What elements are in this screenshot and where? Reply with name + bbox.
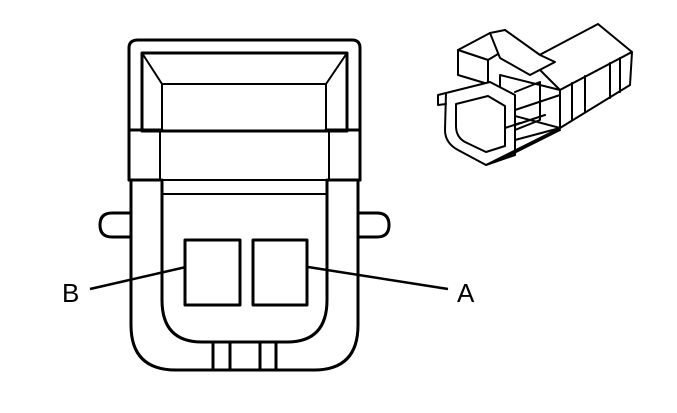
iso-bottom-rail [485,127,561,166]
connector-outer-body [127,38,362,372]
iso-keyway [514,81,541,131]
connector-face-view [98,38,391,372]
iso-side-rails [504,94,561,141]
terminal-a-label: A [457,278,475,308]
collar-band [159,129,330,195]
iso-latch-arm [489,29,556,76]
right-mounting-ear [356,211,391,239]
body-shoulder-lines [127,128,362,182]
leader-line-a [307,265,449,291]
leader-line-b [89,265,187,291]
terminal-cavity [160,178,329,344]
left-mounting-ear [98,211,133,239]
terminal-a-cavity [251,238,309,307]
iso-shroud-inner [455,95,506,153]
terminal-b-label: B [62,278,79,308]
iso-side-ridges [571,57,621,121]
bottom-key-tab [211,340,278,372]
latch-inner-frame [141,52,348,132]
connector-isometric-view [437,23,633,166]
latch-housing [140,51,349,133]
iso-shroud-notch [437,92,447,106]
terminal-b-cavity [183,238,242,307]
